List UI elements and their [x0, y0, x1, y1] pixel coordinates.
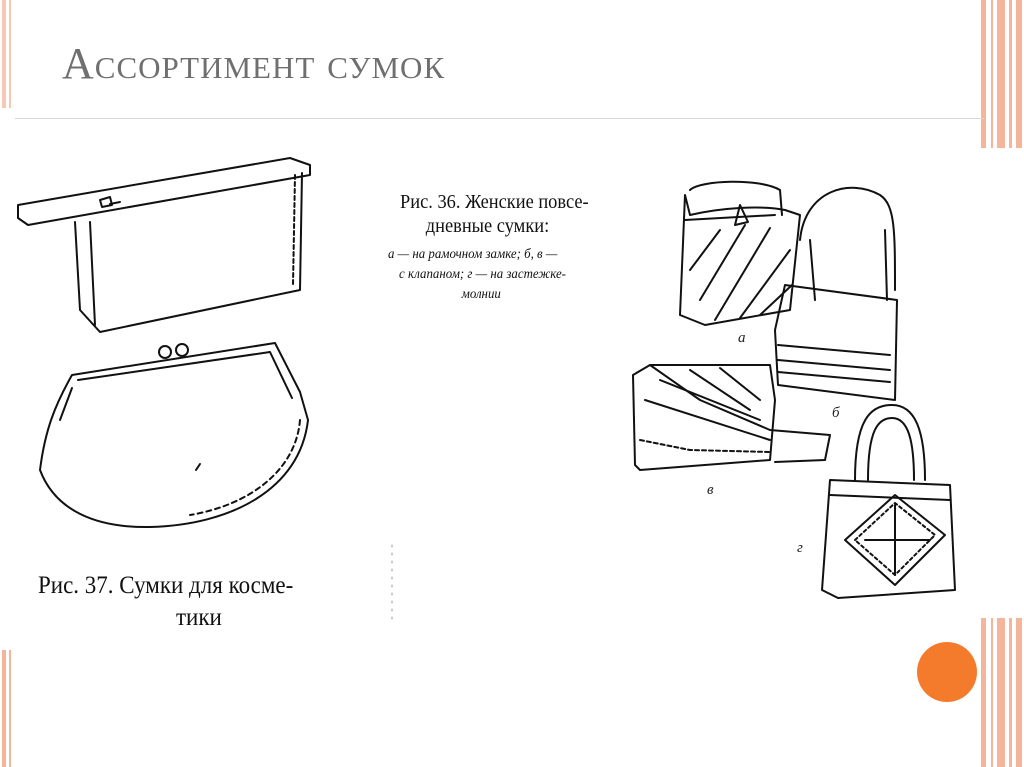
label-b: б — [832, 405, 840, 421]
handbag-b-drawing — [774, 186, 898, 401]
cosmetic-bag-long-drawing — [17, 157, 311, 333]
slide-title: Ассортимент сумок — [62, 39, 446, 88]
figure36-caption: Рис. 36. Женские повсе- дневные сумки: — [400, 190, 602, 238]
figure37-caption-line2: тики — [176, 604, 222, 631]
decor-stripes-left-top — [0, 0, 14, 108]
decor-stripes-top-right — [964, 0, 1024, 148]
label-v: в — [707, 482, 714, 498]
label-a: а — [738, 330, 746, 346]
figure36-legend-line1: а — на рамочном замке; б, в — — [388, 247, 558, 262]
figure37-caption: Рис. 37. Сумки для косме- тики — [38, 570, 332, 634]
figure36-legend-line2: с клапаном; г — на застежке- — [399, 267, 566, 282]
accent-circle — [917, 642, 977, 702]
figure36-legend-line3: молнии — [461, 287, 501, 302]
label-g: г — [797, 540, 803, 556]
cosmetic-purse-framed-drawing — [39, 342, 309, 529]
tote-g-drawing — [821, 404, 956, 599]
handbag-a-drawing — [679, 180, 801, 326]
title-divider — [15, 118, 984, 119]
figure36-legend: а — на рамочном замке; б, в — с клапаном… — [388, 245, 600, 305]
decor-stripes-bottom-right — [964, 618, 1024, 767]
figure37-caption-line1: Рис. 37. Сумки для косме- — [38, 572, 294, 599]
figure36-caption-line2: дневные сумки: — [425, 215, 550, 237]
decor-stripes-left-bottom — [0, 650, 14, 767]
clutch-v-drawing — [632, 364, 831, 471]
figure36-caption-line1: Рис. 36. Женские повсе- — [400, 191, 589, 213]
